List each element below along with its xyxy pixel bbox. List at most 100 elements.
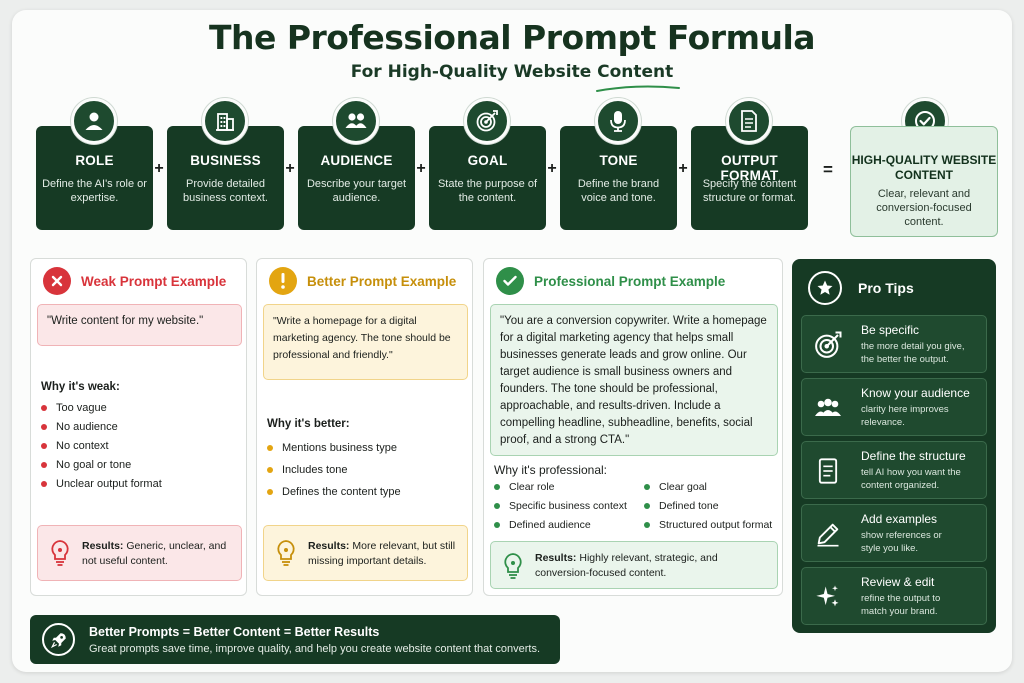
tip-card: Be specific the more detail you give, th… — [801, 315, 987, 373]
formula-name: AUDIENCE — [320, 153, 393, 168]
bullet-text: No context — [56, 439, 109, 452]
list-item: Structured output format — [644, 515, 772, 534]
professional-why-label: Why it's professional: — [494, 463, 607, 477]
bullet-text: Includes tone — [282, 464, 348, 476]
results-value: More relevant, but still missing importa… — [308, 540, 456, 567]
list-item: No audience — [41, 417, 162, 436]
document-icon — [812, 455, 844, 487]
result-name: HIGH-QUALITY WEBSITE CONTENT — [851, 153, 997, 182]
x-circle-icon — [43, 267, 71, 295]
formula-desc: State the purpose of the content. — [437, 178, 538, 204]
professional-results-box: Results: Highly relevant, strategic, and… — [490, 541, 778, 589]
tip-title: Define the structure — [861, 449, 966, 463]
star-icon — [808, 271, 842, 305]
weak-example-header: Weak Prompt Example — [43, 267, 226, 295]
weak-results-box: Results: Generic, unclear, and not usefu… — [37, 525, 242, 581]
exclamation-circle-icon — [269, 267, 297, 295]
tip-card: Review & edit refine the output to match… — [801, 567, 987, 625]
weak-why-label: Why it's weak: — [41, 381, 120, 393]
formula-name: OUTPUT FORMAT — [720, 153, 779, 183]
banner-title: Better Prompts = Better Content = Better… — [89, 625, 380, 639]
plus-sign: + — [678, 160, 688, 177]
weak-example-panel: Weak Prompt Example "Write content for m… — [30, 258, 247, 596]
tip-desc: tell AI how you want the content organiz… — [861, 467, 961, 491]
results-value: Highly relevant, strategic, and conversi… — [535, 552, 718, 579]
bullet-dot — [494, 502, 500, 509]
page-subtitle: For High-Quality Website Content — [350, 62, 674, 82]
bullet-text: Defines the content type — [282, 486, 401, 498]
weak-results-text: Results: Generic, unclear, and not usefu… — [82, 539, 233, 568]
professional-prompt-quote: "You are a conversion copywriter. Write … — [490, 304, 778, 456]
tip-desc: clarity here improves relevance. — [861, 404, 949, 428]
tip-desc: refine the output to match your brand. — [861, 593, 941, 617]
list-item: Clear role — [494, 477, 627, 496]
professional-example-panel: Professional Prompt Example "You are a c… — [483, 258, 783, 596]
people-icon — [812, 392, 844, 424]
equals-sign: = — [823, 160, 833, 179]
pro-tips-panel: Pro Tips Be specific the more detail you… — [792, 259, 996, 633]
lightbulb-icon — [504, 553, 522, 579]
lightbulb-icon — [277, 540, 295, 566]
lightbulb-icon — [51, 540, 69, 566]
pro-tips-header: Pro Tips — [808, 271, 914, 305]
bullet-dot — [267, 489, 273, 495]
results-value: Generic, unclear, and not useful content… — [82, 540, 227, 567]
banner-subtitle: Great prompts save time, improve quality… — [89, 643, 541, 655]
bullet-text: Mentions business type — [282, 442, 397, 454]
better-results-box: Results: More relevant, but still missin… — [263, 525, 468, 581]
list-item: Unclear output format — [41, 474, 162, 493]
microphone-icon — [595, 98, 641, 144]
better-results-text: Results: More relevant, but still missin… — [308, 539, 459, 568]
tip-title: Add examples — [861, 512, 938, 526]
tip-title: Know your audience — [861, 386, 970, 400]
bullet-dot — [494, 483, 500, 490]
formula-card-output-format: OUTPUT FORMAT Specify the content struct… — [691, 126, 808, 230]
bullet-dot — [41, 461, 47, 468]
subtitle-underline — [596, 85, 680, 92]
pencil-icon — [812, 518, 844, 550]
weak-example-title: Weak Prompt Example — [81, 273, 227, 289]
bottom-banner: Better Prompts = Better Content = Better… — [30, 615, 560, 664]
bullet-dot — [267, 445, 273, 451]
bullet-text: No audience — [56, 420, 118, 433]
tip-desc: show references or style you like. — [861, 530, 942, 554]
bullet-text: Defined tone — [659, 499, 719, 512]
professional-results-text: Results: Highly relevant, strategic, and… — [535, 551, 769, 580]
formula-name: TONE — [599, 153, 638, 168]
people-icon — [333, 98, 379, 144]
formula-desc: Define the brand voice and tone. — [577, 178, 660, 204]
bullet-text: Too vague — [56, 401, 107, 414]
list-item: No goal or tone — [41, 455, 162, 474]
list-item: Too vague — [41, 398, 162, 417]
formula-result-card: HIGH-QUALITY WEBSITE CONTENT Clear, rele… — [850, 126, 998, 237]
better-bullets: Mentions business type Includes tone Def… — [267, 437, 401, 503]
formula-desc: Provide detailed business context. — [183, 178, 268, 204]
plus-sign: + — [285, 160, 295, 177]
bullet-dot — [41, 423, 47, 430]
bullet-dot — [41, 480, 47, 487]
bullet-text: Specific business context — [509, 499, 627, 512]
weak-prompt-quote: "Write content for my website." — [37, 304, 242, 346]
check-circle-icon — [496, 267, 524, 295]
bullet-dot — [41, 442, 47, 449]
professional-example-title: Professional Prompt Example — [534, 273, 726, 289]
bullet-dot — [644, 521, 650, 528]
formula-desc: Specify the content structure or format. — [702, 178, 797, 204]
better-example-panel: Better Prompt Example "Write a homepage … — [256, 258, 473, 596]
tip-title: Review & edit — [861, 575, 935, 589]
pro-tips-title: Pro Tips — [858, 280, 914, 296]
bullet-text: No goal or tone — [56, 458, 132, 471]
building-icon — [202, 98, 248, 144]
list-item: Defined tone — [644, 496, 772, 515]
better-example-header: Better Prompt Example — [269, 267, 456, 295]
formula-card-tone: TONE Define the brand voice and tone. — [560, 126, 677, 230]
document-icon — [726, 98, 772, 144]
formula-name: ROLE — [75, 153, 114, 168]
formula-desc: Define the AI's role or expertise. — [42, 178, 147, 204]
sparkle-icon — [812, 581, 844, 613]
result-desc: Clear, relevant and conversion-focused c… — [876, 188, 972, 228]
bullet-text: Unclear output format — [56, 477, 162, 490]
bullet-text: Clear goal — [659, 480, 707, 493]
plus-sign: + — [547, 160, 557, 177]
results-label: Results: — [82, 540, 124, 552]
